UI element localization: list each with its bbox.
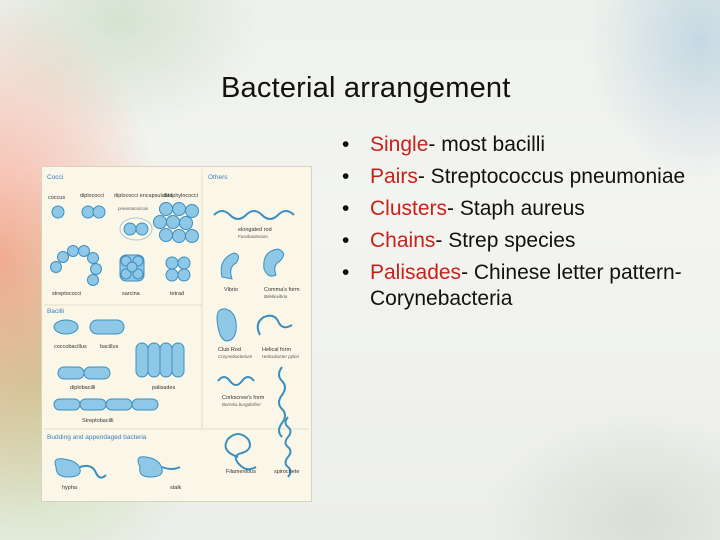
streptococci-chain	[50, 245, 102, 286]
label-bacillus: bacillus	[100, 344, 119, 350]
comma-form-shape	[263, 248, 284, 277]
pneumococcus-cell	[123, 222, 137, 236]
stalk-filament	[161, 466, 181, 470]
bullet-text: - Strep species	[435, 229, 576, 252]
streptobacilli-chain	[53, 398, 159, 411]
staphylococci-cluster	[153, 202, 199, 243]
coccus-cell	[51, 205, 65, 219]
label-vibrio: Vibrio	[224, 287, 238, 293]
bullet-item-palisades: Palisades- Chinese letter pattern- Coryn…	[338, 260, 698, 312]
label-filamentous: Filamentous	[226, 469, 256, 475]
label-tetrad: tetrad	[170, 291, 184, 297]
label-coccus: coccus	[48, 195, 65, 201]
label-club-rod: Club Rod	[218, 347, 241, 353]
helical-form-shape	[256, 314, 293, 336]
label-coccobacillus: coccobacillus	[54, 344, 87, 350]
label-borrelia: Borrelia burgdorferi	[222, 402, 262, 407]
label-helicobacter-pylori: Helicobacter pylori	[262, 354, 300, 359]
label-corynebacterium: Corynebacterium	[218, 354, 253, 359]
diplobacillus-cell	[57, 366, 85, 380]
hypha-filament	[79, 464, 107, 479]
bullet-term: Single	[370, 133, 429, 156]
label-spirochete: spirochete	[274, 469, 299, 475]
label-sarcina: sarcina	[122, 291, 141, 297]
bacillus-cell	[89, 319, 125, 335]
spirochete-shape	[284, 416, 292, 478]
bullet-item-single: Single- most bacilli	[338, 132, 698, 158]
label-corkscrew-form: Corkscrew's form	[222, 395, 265, 401]
label-palisades: palisades	[152, 385, 175, 391]
filamentous-shape	[224, 433, 257, 471]
label-diplobacilli: diplobacilli	[70, 385, 95, 391]
bullet-term: Clusters	[370, 197, 448, 220]
diplobacillus-cell	[83, 366, 111, 380]
club-rod-shape	[216, 308, 237, 342]
diplococcus-cell	[81, 205, 95, 219]
label-elongated-rod: elongated rod	[238, 227, 272, 233]
bullet-item-pairs: Pairs- Streptococcus pneumoniae	[338, 164, 698, 190]
hypha-cell	[54, 458, 81, 478]
section-budding: Budding and appendaged bacteria	[47, 434, 147, 441]
bullet-term: Palisades	[370, 261, 462, 284]
bullet-text: - most bacilli	[428, 133, 546, 156]
label-bdellovibrio: Bdellovibrio	[264, 294, 288, 299]
fusobacterium-shape	[213, 210, 295, 220]
label-pneumococcus: pneumococcus	[117, 206, 149, 211]
vibrio-shape	[220, 252, 240, 280]
bullet-text: - Streptococcus pneumoniae	[417, 165, 686, 188]
section-bacilli: Bacilli	[47, 308, 64, 315]
corkscrew-long-shape	[278, 366, 286, 438]
bullet-term: Chains	[370, 229, 436, 252]
bacteria-shapes-figure: .c { fill: #8fc8e6; stroke: #3b8fc0; str…	[41, 166, 312, 502]
bullet-list: Single- most bacilli Pairs- Streptococcu…	[338, 132, 698, 318]
stalk-cell	[137, 456, 163, 478]
label-fusobacterium: Fusobacterium	[238, 234, 268, 239]
bullet-text: - Chinese letter pattern- Corynebacteria	[370, 261, 682, 310]
section-cocci: Cocci	[47, 174, 63, 181]
label-diplococci: diplococci	[80, 193, 104, 199]
label-diplococci-encapsulated: diplococci encapsulated	[114, 193, 172, 199]
bullet-item-chains: Chains- Strep species	[338, 228, 698, 254]
coccobacillus-cell	[53, 319, 79, 335]
label-hypha: hypha	[62, 485, 78, 491]
palisades-group	[135, 342, 185, 378]
slide-title: Bacterial arrangement	[221, 72, 511, 104]
pneumococcus-cell	[135, 222, 149, 236]
diplococcus-cell	[92, 205, 106, 219]
bullet-term: Pairs	[370, 165, 418, 188]
label-streptobacilli: Streptobacilli	[82, 418, 114, 424]
corkscrew-short-shape	[217, 376, 255, 386]
bullet-text: - Staph aureus	[447, 197, 585, 220]
bullet-item-clusters: Clusters- Staph aureus	[338, 196, 698, 222]
section-others: Others	[208, 174, 228, 181]
label-staphylococci: Staphylococci	[164, 193, 198, 199]
label-helical-form: Helical form	[262, 347, 291, 353]
tetrad-group	[165, 256, 191, 282]
sarcina-cube	[119, 254, 145, 282]
label-comma-form: Comma's form	[264, 287, 300, 293]
label-stalk: stalk	[170, 485, 182, 491]
label-streptococci: streptococci	[52, 291, 81, 297]
